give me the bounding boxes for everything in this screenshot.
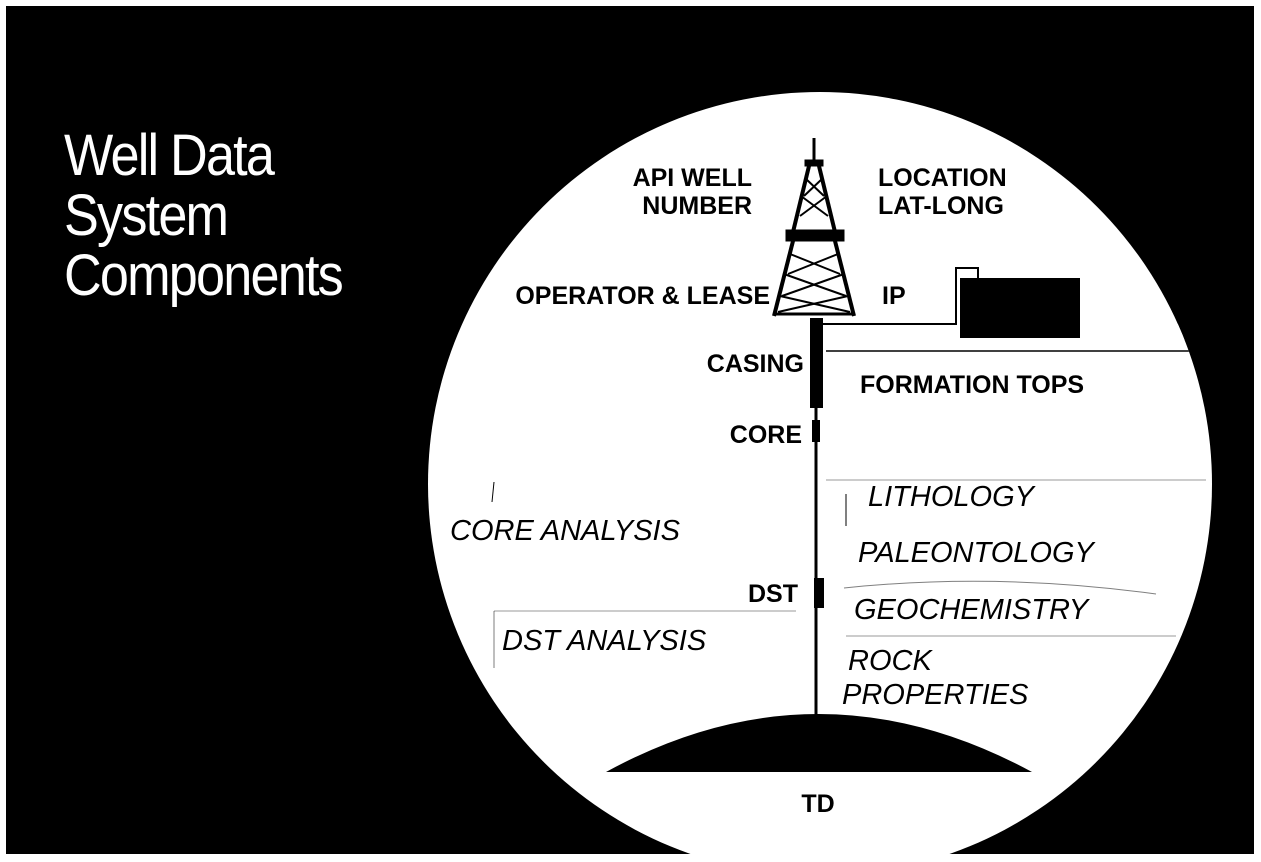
title-line-1: Well Data (64, 123, 275, 188)
casing-label: CASING (707, 350, 804, 378)
core-analysis-label: CORE ANALYSIS (450, 515, 681, 547)
slide-title: Well Data System Components (64, 123, 344, 308)
lithology-label: LITHOLOGY (868, 481, 1037, 513)
rock-properties-label-2: PROPERTIES (842, 679, 1029, 711)
geochemistry-label: GEOCHEMISTRY (854, 594, 1091, 626)
location-label-2: LAT-LONG (878, 192, 1004, 220)
formation-tops-label: FORMATION TOPS (860, 371, 1084, 399)
title-line-2: System (64, 183, 229, 248)
paleontology-label: PALEONTOLOGY (858, 537, 1096, 569)
core-label: CORE (730, 421, 802, 449)
dst-marker (814, 578, 824, 608)
derrick-icon (772, 138, 856, 317)
td-label: TD (801, 790, 834, 818)
location-label-1: LOCATION (878, 164, 1007, 192)
ip-label: IP (882, 282, 906, 310)
dst-analysis-label: DST ANALYSIS (502, 625, 707, 657)
ip-flowline (822, 267, 979, 325)
api-well-label-2: NUMBER (642, 192, 752, 220)
dst-label: DST (748, 580, 798, 608)
slide: Well Data System Components (6, 6, 1254, 854)
api-well-label-1: API WELL (633, 164, 752, 192)
earth-mound (606, 714, 1032, 772)
well-diagram: API WELL NUMBER LOCATION LAT-LONG OPERAT… (428, 92, 1212, 854)
operator-lease-label: OPERATOR & LEASE (515, 282, 770, 310)
title-line-3: Components (64, 243, 344, 308)
rock-properties-label-1: ROCK (848, 645, 933, 677)
core-marker (812, 420, 820, 442)
tank-icon (960, 278, 1080, 338)
